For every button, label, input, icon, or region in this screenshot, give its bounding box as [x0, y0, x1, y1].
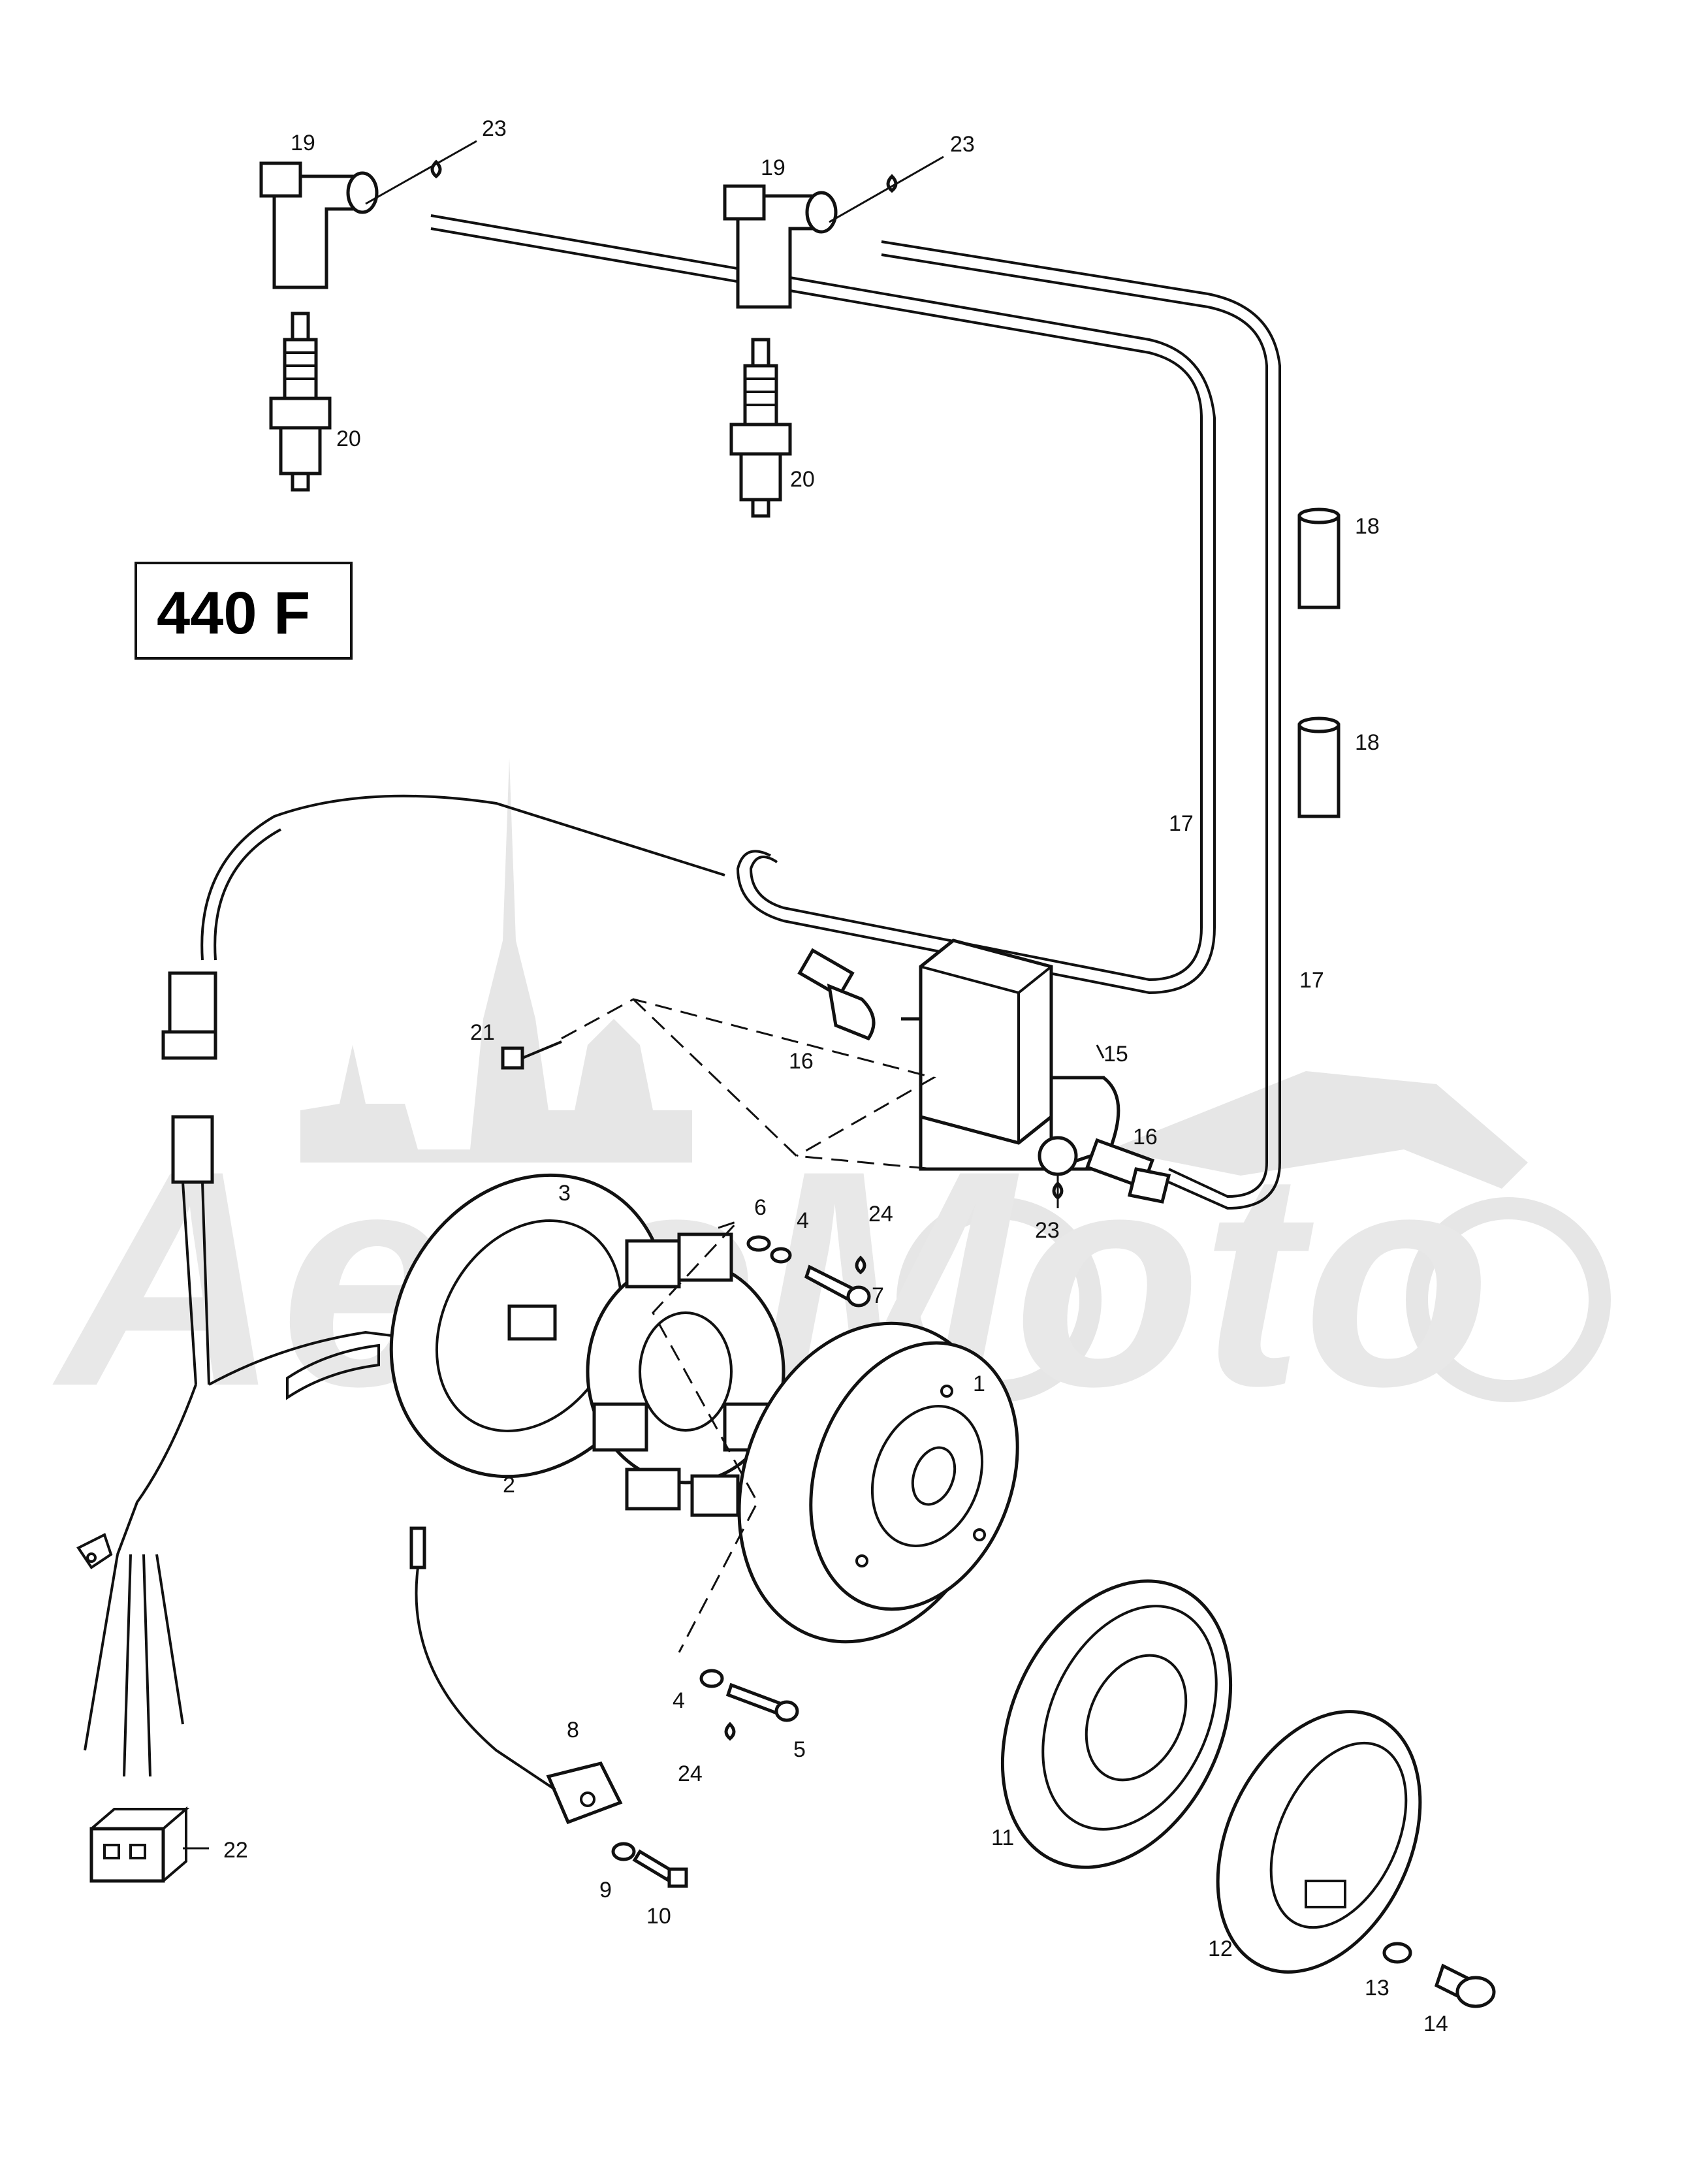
- callout-19-left: 19: [291, 131, 315, 155]
- callout-16-upper: 16: [789, 1049, 814, 1074]
- callout-6: 6: [754, 1195, 767, 1220]
- sleeve-18-upper: [1297, 507, 1341, 609]
- spark-plug-left: [269, 312, 332, 492]
- leader-lines: [365, 140, 1105, 1208]
- wire-connector-16-upper: [797, 948, 876, 1041]
- washer-9: [611, 1842, 636, 1861]
- screw-7: [804, 1264, 871, 1308]
- callout-22: 22: [223, 1838, 248, 1863]
- starter-cup-12: [1216, 1710, 1422, 1974]
- callout-15: 15: [1103, 1042, 1128, 1067]
- washer-6: [746, 1235, 771, 1252]
- callout-17-upper: 17: [1169, 811, 1194, 836]
- callout-17-lower: 17: [1299, 968, 1324, 993]
- callout-10: 10: [646, 1904, 671, 1929]
- wiring-harness: [76, 794, 725, 1777]
- lock-washer-4-lower: [699, 1669, 724, 1688]
- callout-4-lower: 4: [673, 1688, 685, 1713]
- callout-23-right: 23: [950, 132, 975, 157]
- callout-20-left: 20: [336, 426, 361, 451]
- wire-connector-16-lower: [1085, 1138, 1171, 1204]
- callout-23-coil: 23: [1035, 1218, 1060, 1243]
- assembly-line-stator: [652, 1220, 759, 1653]
- screw-5: [725, 1682, 799, 1722]
- callout-16-lower: 16: [1133, 1125, 1158, 1149]
- callout-labels: 1 2 3 4 4 5 6 7 8 9 10 11 12 13 14 15 16…: [223, 116, 1448, 2036]
- callout-24-upper: 24: [868, 1202, 893, 1227]
- washer-13: [1382, 1942, 1412, 1964]
- screw-10: [632, 1849, 688, 1888]
- spark-plug-right: [729, 338, 792, 518]
- connector-22: [89, 1806, 209, 1883]
- callout-12: 12: [1208, 1936, 1233, 1961]
- callout-13: 13: [1365, 1976, 1389, 2000]
- trigger-coil-8: [409, 1526, 623, 1825]
- callout-5: 5: [793, 1737, 806, 1762]
- callout-18-lower: 18: [1355, 730, 1380, 755]
- callout-23-left: 23: [482, 116, 507, 141]
- callout-20-right: 20: [790, 467, 815, 492]
- callout-9: 9: [599, 1878, 612, 1903]
- starter-pulley-11: [1000, 1579, 1233, 1869]
- callout-19-right: 19: [761, 155, 785, 180]
- model-title-box: 440 F: [135, 562, 353, 660]
- callout-11: 11: [991, 1825, 1014, 1850]
- callout-21: 21: [470, 1020, 495, 1045]
- callout-1: 1: [973, 1372, 985, 1396]
- callout-3: 3: [558, 1181, 571, 1206]
- sleeve-18-lower: [1297, 716, 1341, 818]
- callout-8: 8: [567, 1718, 579, 1742]
- spark-plug-cap-right: [723, 184, 838, 309]
- model-title: 440 F: [157, 580, 310, 647]
- callout-4-upper: 4: [797, 1208, 809, 1233]
- flywheel-1: [737, 1321, 1019, 1644]
- callout-7: 7: [872, 1283, 884, 1308]
- screw-21: [501, 1040, 562, 1070]
- assembly-line-coil: [561, 998, 936, 1170]
- callout-18-upper: 18: [1355, 514, 1380, 539]
- callout-14: 14: [1423, 2012, 1448, 2036]
- spark-plug-cap-left: [259, 161, 379, 289]
- callout-24-lower: 24: [678, 1761, 703, 1786]
- callout-2: 2: [503, 1473, 515, 1498]
- ignition-coil: [901, 939, 1120, 1176]
- bolt-14: [1434, 1963, 1496, 2008]
- high-tension-wire-17: [430, 214, 1281, 1210]
- lock-washer-4-upper: [770, 1247, 792, 1264]
